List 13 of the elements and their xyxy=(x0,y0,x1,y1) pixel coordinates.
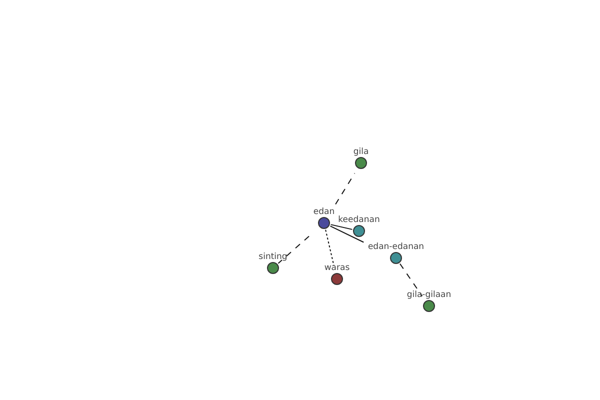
connector-line xyxy=(335,172,356,205)
node-label: gila xyxy=(353,148,369,156)
node-label: keedanan xyxy=(338,216,380,224)
node-label: waras xyxy=(324,264,350,272)
node-label: gila-gilaan xyxy=(406,290,452,299)
connector-line xyxy=(330,226,364,243)
node-label: sinting xyxy=(258,252,288,261)
connector-line xyxy=(399,263,423,297)
connector-line xyxy=(330,224,353,230)
node-label: edan-edanan xyxy=(368,242,424,251)
connector-line xyxy=(325,229,334,266)
node-label: edan xyxy=(313,208,335,216)
connector-line xyxy=(278,236,310,264)
